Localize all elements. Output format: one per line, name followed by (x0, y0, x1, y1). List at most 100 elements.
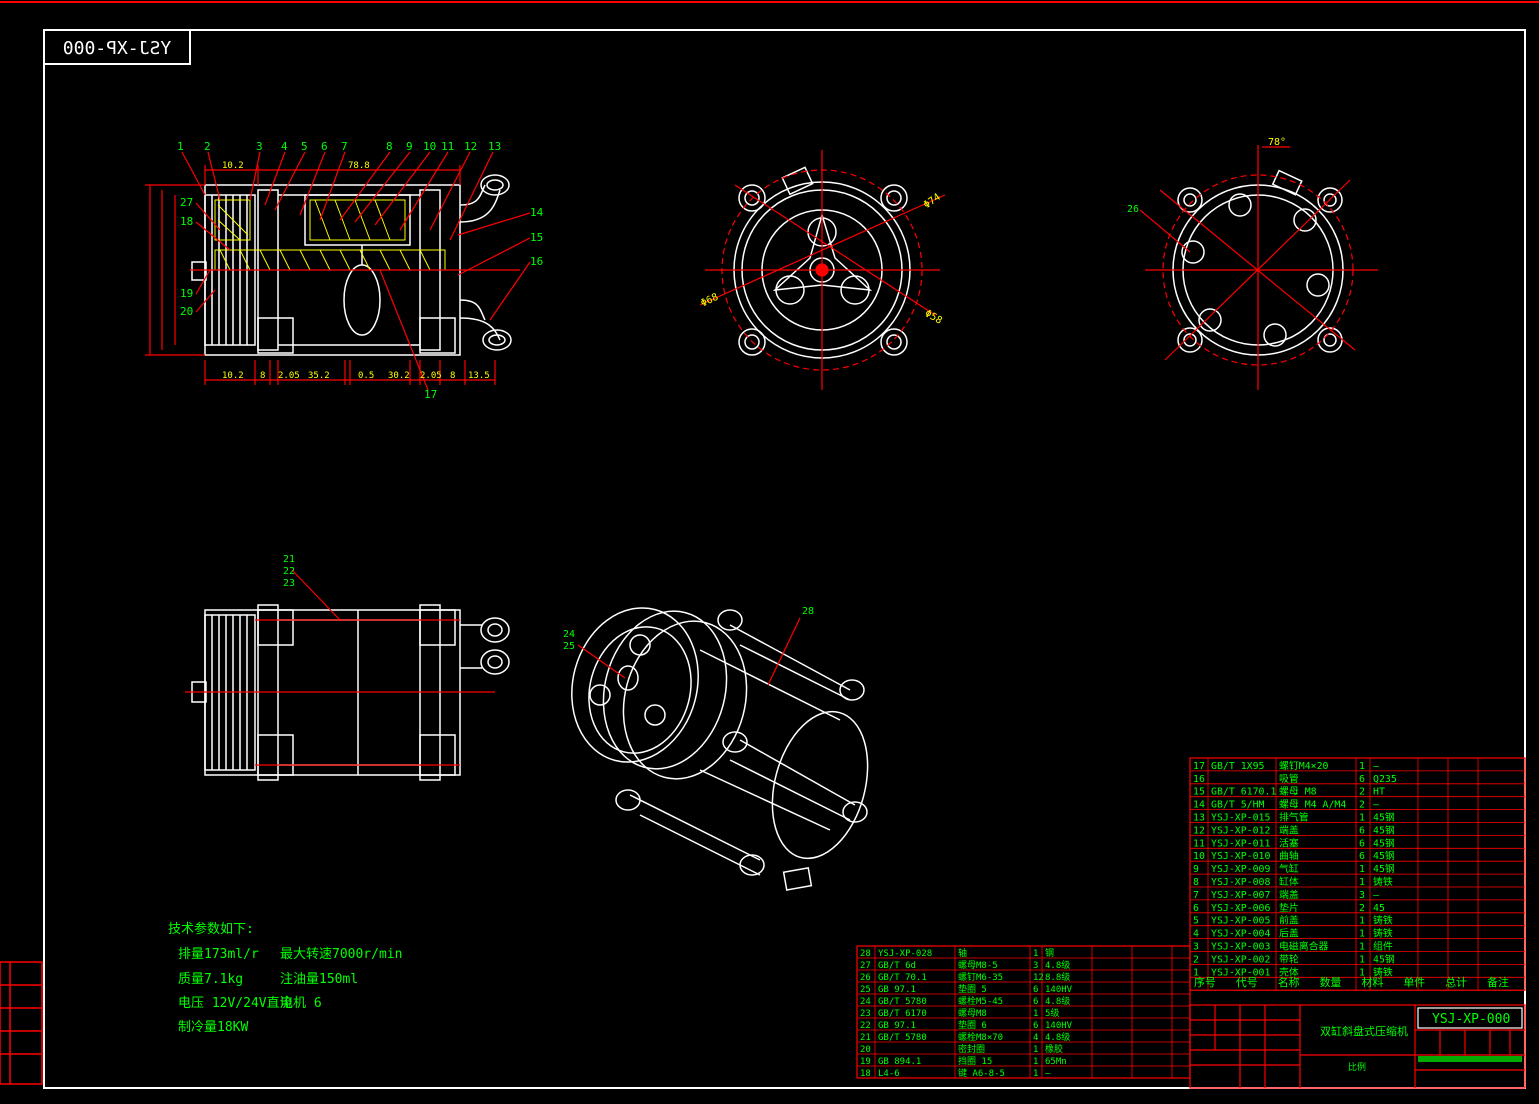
bom-lower-cell: 垫圈 5 (958, 983, 987, 995)
bom-lower-cell: 27 (860, 961, 871, 971)
bom-upper-cell: 4 (1193, 929, 1199, 940)
technical-specs: 技术参数如下: 排量173ml/r 最大转速7000r/min 质量7.1kg … (168, 921, 402, 1035)
bom-upper-cell: 铸铁 (1373, 914, 1393, 927)
front-view-balloon-1: 1 (177, 140, 184, 153)
left-edge-block (0, 961, 43, 1085)
bom-upper-cell: 6 (1359, 774, 1365, 785)
bom-lower-cell: 垫圈 6 (958, 1019, 987, 1031)
spec-title: 技术参数如下: (168, 921, 254, 937)
front-dim-bot-7: 2.05 (420, 371, 442, 381)
bom-upper-cell: 2 (1193, 954, 1199, 965)
bom-lower-cell: 轴 (958, 947, 967, 959)
bom-upper-cell: — (1373, 890, 1379, 901)
title-block-bar (1418, 1056, 1522, 1062)
bom-upper-cell: 10 (1193, 851, 1205, 862)
front-view-balloon-19: 19 (180, 287, 193, 300)
bom-upper-cell: YSJ-XP-005 (1211, 916, 1271, 927)
bom-upper-cell: 螺钉M4×20 (1279, 760, 1329, 772)
bom-upper-cell: 组件 (1373, 940, 1393, 953)
front-dim-top-1: 10.2 (222, 161, 244, 171)
bom-lower-cell: GB 894.1 (878, 1057, 921, 1067)
bom-upper-cell: 1 (1359, 761, 1365, 772)
bom-lower-cell: 65Mn (1045, 1057, 1067, 1067)
bom-lower-cell: 螺母M8 (958, 1008, 987, 1019)
bom-lower-cell: 1 (1033, 949, 1038, 959)
bom-upper-cell: 端盖 (1279, 888, 1299, 901)
bom-upper-cell: 缸体 (1279, 875, 1299, 888)
bom-upper-cell: 15 (1193, 787, 1205, 798)
side-balloon-23: 23 (283, 578, 295, 589)
bom-upper-cell: 13 (1193, 813, 1205, 824)
bom-upper-cell: 螺母 M8 (1279, 786, 1317, 798)
bom-lower-cell: YSJ-XP-028 (878, 949, 932, 959)
bom-upper-cell: 6 (1359, 825, 1365, 836)
front-view-balloon-13: 13 (488, 140, 501, 153)
bom-lower-cell: 4.8级 (1045, 1031, 1070, 1043)
bom-lower-cell: 螺栓M8×70 (958, 1031, 1003, 1043)
bom-upper-cell: 1 (1359, 916, 1365, 927)
spec-line1a: 排量173ml/r (178, 947, 259, 962)
bom-upper-cell: 铸铁 (1373, 965, 1393, 978)
front-view-balloon-8: 8 (386, 140, 393, 153)
bom-lower-cell: 6 (1033, 997, 1038, 1007)
front-view-balloon-7: 7 (341, 140, 348, 153)
bom-lower-cell: GB 97.1 (878, 1021, 916, 1031)
front-dim-top-2: 78.8 (348, 161, 370, 171)
bom-upper-header-cell: 单件 (1403, 976, 1425, 989)
bom-upper-header-cell: 数量 (1320, 976, 1342, 989)
bom-lower-cell: 1 (1033, 1069, 1038, 1079)
bom-upper-cell: 2 (1359, 800, 1365, 811)
bom-upper-cell: — (1373, 800, 1379, 811)
front-dim-bot-4: 35.2 (308, 371, 330, 381)
front-dim-bot-5: 0.5 (358, 371, 374, 381)
title-block-number: YSJ-XP-000 (1432, 1012, 1510, 1027)
end2-balloon-26: 26 (1127, 204, 1139, 215)
bom-upper-cell: GB/T 5/HM (1211, 800, 1265, 811)
bom-upper-cell: 壳体 (1279, 965, 1299, 978)
bom-lower-cell: 25 (860, 985, 871, 995)
spec-line2b: 注油量150ml (280, 972, 358, 987)
bom-upper-header-cell: 名称 (1278, 975, 1300, 989)
front-dim-bot-3: 2.05 (278, 371, 300, 381)
bom-upper-cell: 45 (1373, 903, 1385, 914)
end-view-front: Φ74 Φ68 Φ58 (699, 150, 946, 390)
bom-upper-cell: 2 (1359, 903, 1365, 914)
end-view-rear: 78° 26 (1127, 137, 1378, 390)
bom-lower-cell: 4.8级 (1045, 959, 1070, 971)
bom-lower-cell: 1 (1033, 1045, 1038, 1055)
bom-upper-cell: YSJ-XP-010 (1211, 851, 1271, 862)
bom-upper-cell: YSJ-XP-009 (1211, 864, 1271, 875)
bom-lower-cell: 键 A6-8-5 (958, 1067, 1005, 1079)
bom-upper-cell: 铸铁 (1373, 927, 1393, 940)
bom-lower-cell: 28 (860, 949, 871, 959)
front-view-balloon-10: 10 (423, 140, 436, 153)
bom-lower-cell: 螺钉M6-35 (958, 972, 1003, 983)
bom-upper-cell: GB/T 1X95 (1211, 761, 1265, 772)
bom-upper-cell: 3 (1359, 890, 1365, 901)
front-view-balloon-15: 15 (530, 231, 543, 244)
end1-dim-58: Φ58 (923, 308, 944, 327)
front-view-balloon-16: 16 (530, 255, 543, 268)
bom-lower-cell: GB 97.1 (878, 985, 916, 995)
bom-upper-cell: 1 (1359, 877, 1365, 888)
bom-upper-cell: GB/T 6170.1 (1211, 787, 1276, 798)
bom-upper-cell: 9 (1193, 864, 1199, 875)
bom-upper-cell: 14 (1193, 800, 1205, 811)
front-view-balloon-5: 5 (301, 140, 308, 153)
bom-upper-cell: 6 (1359, 838, 1365, 849)
bom-upper-cell: 1 (1359, 929, 1365, 940)
front-view-balloon-17: 17 (424, 388, 437, 401)
bom-upper-cell: 45钢 (1373, 849, 1395, 862)
front-section-view: 1 2 3 4 5 6 7 8 9 10 11 12 13 14 15 16 2… (145, 140, 544, 401)
bom-upper-cell: 螺母 M4 A/M4 (1279, 799, 1346, 811)
bom-upper-header-cell: 总计 (1445, 975, 1467, 989)
bom-upper-cell: 带轮 (1279, 952, 1299, 965)
bom-lower-cell: 挡圈 15 (958, 1055, 992, 1067)
bom-lower-cell: 8.8级 (1045, 971, 1070, 983)
bom-upper-cell: YSJ-XP-004 (1211, 929, 1271, 940)
bom-upper-cell: 8 (1193, 877, 1199, 888)
bom-upper-cell: 45钢 (1373, 811, 1395, 824)
bom-lower-cell: 5级 (1045, 1007, 1059, 1019)
bom-upper-cell: 1 (1359, 967, 1365, 978)
bom-upper-cell: YSJ-XP-001 (1211, 967, 1271, 978)
